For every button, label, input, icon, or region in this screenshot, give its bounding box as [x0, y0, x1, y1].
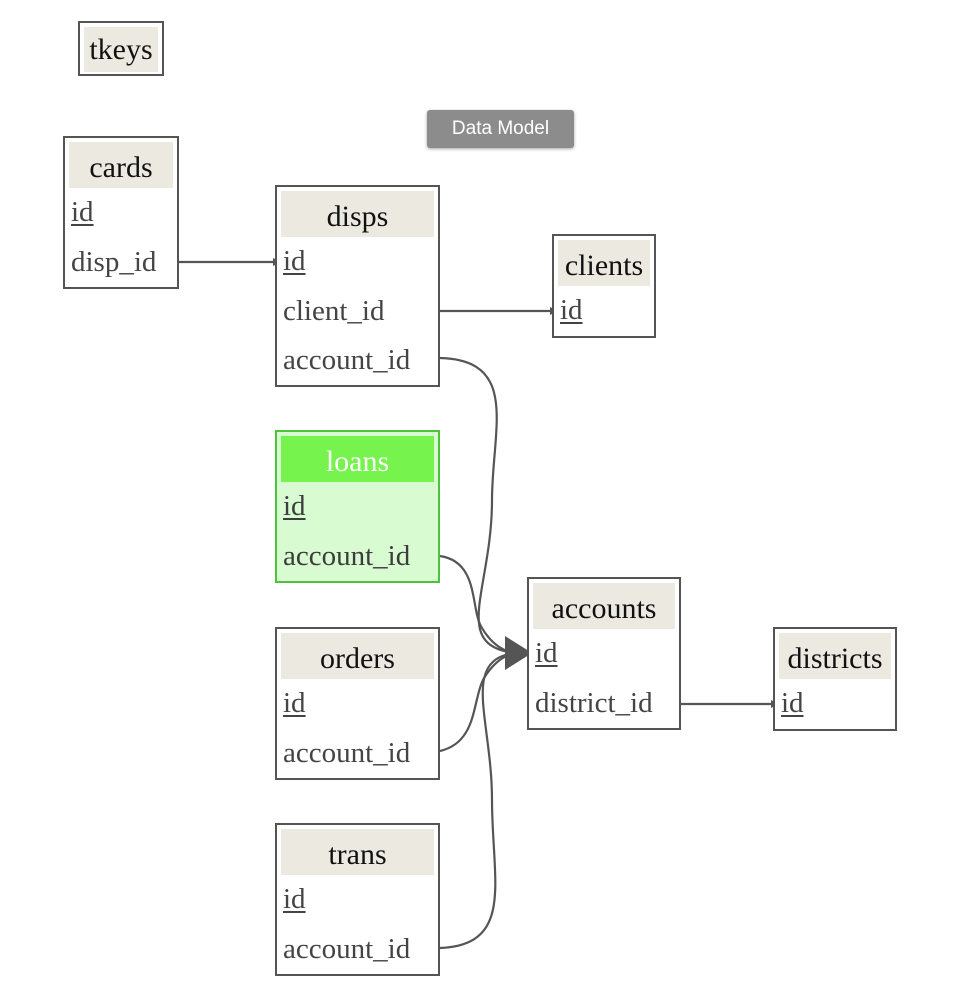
table-accounts[interactable]: accounts id district_id: [527, 577, 681, 730]
field-id[interactable]: id: [560, 294, 583, 326]
table-title: accounts: [533, 583, 675, 629]
field-account-id[interactable]: account_id: [283, 344, 411, 376]
field-id[interactable]: id: [283, 490, 306, 522]
field-id[interactable]: id: [283, 687, 306, 719]
table-trans[interactable]: trans id account_id: [275, 823, 440, 976]
field-account-id[interactable]: account_id: [283, 933, 411, 965]
table-title: cards: [69, 142, 173, 188]
field-account-id[interactable]: account_id: [283, 737, 411, 769]
field-disp-id[interactable]: disp_id: [71, 246, 157, 278]
field-id[interactable]: id: [535, 637, 558, 669]
table-cards[interactable]: cards id disp_id: [63, 136, 179, 289]
table-districts[interactable]: districts id: [773, 627, 897, 731]
field-id[interactable]: id: [781, 687, 804, 719]
table-title: tkeys: [84, 27, 158, 72]
table-title: orders: [281, 633, 434, 679]
table-orders[interactable]: orders id account_id: [275, 627, 440, 780]
table-title: loans: [281, 436, 434, 482]
edge-disps-account-id-to-accounts-id: [439, 356, 516, 655]
table-title: clients: [558, 240, 650, 286]
field-id[interactable]: id: [283, 883, 306, 915]
field-client-id[interactable]: client_id: [283, 295, 385, 327]
field-id[interactable]: id: [71, 196, 94, 228]
table-title: trans: [281, 829, 434, 875]
table-title: districts: [779, 633, 891, 679]
edge-trans-account-id-to-accounts-id: [439, 651, 516, 950]
field-account-id[interactable]: account_id: [283, 540, 411, 572]
table-title: disps: [281, 191, 434, 237]
edge-loans-account-id-to-accounts-id: [439, 554, 516, 655]
field-district-id[interactable]: district_id: [535, 687, 653, 719]
field-id[interactable]: id: [283, 245, 306, 277]
table-disps[interactable]: disps id client_id account_id: [275, 185, 440, 387]
data-model-badge[interactable]: Data Model: [427, 110, 574, 148]
table-tkeys[interactable]: tkeys: [78, 21, 164, 76]
edge-orders-account-id-to-accounts-id: [439, 651, 516, 753]
table-clients[interactable]: clients id: [552, 234, 656, 338]
table-loans[interactable]: loans id account_id: [275, 430, 440, 583]
